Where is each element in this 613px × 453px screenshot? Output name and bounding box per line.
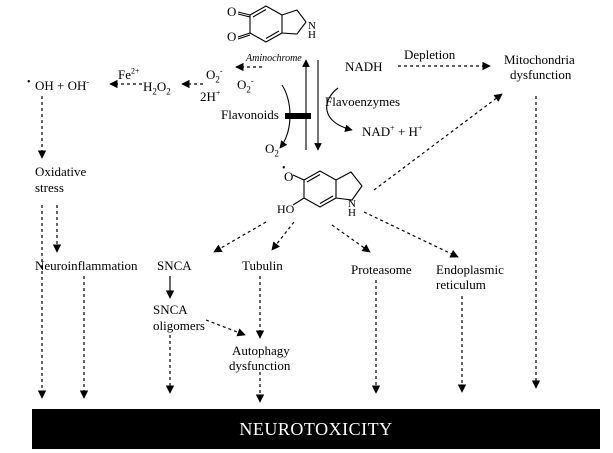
flavoenzymes-label: Flavoenzymes (325, 94, 401, 109)
aminochrome-nh: N H (308, 20, 316, 41)
oh-radical-dot: • (27, 77, 31, 88)
oxidative-line2: stress (35, 180, 64, 195)
o2-label: O2 (265, 141, 279, 159)
arrow-snca-olig-to-autophagy (205, 319, 246, 337)
mito-line1: Mitochondria (504, 52, 575, 67)
tubulin-label: Tubulin (242, 258, 283, 273)
snca-oligomers-line2: oligomers (153, 318, 205, 333)
aminochrome-structure (237, 5, 307, 43)
snca-label: SNCA (157, 258, 192, 273)
er-line2: reticulum (436, 277, 486, 292)
o2minus-left-label: O2- (206, 66, 223, 85)
oxidative-line1: Oxidative (35, 164, 87, 179)
flavonoid-inhibit-bar (285, 113, 311, 119)
aminochrome-name: Aminochrome (246, 53, 302, 64)
nadh-label: NADH (345, 59, 383, 74)
arrow-nadh-curve (326, 87, 353, 133)
arrow-radical-to-proteasome (331, 224, 371, 253)
er-line1: Endoplasmic (436, 262, 504, 277)
twoH-label: 2H+ (200, 88, 221, 104)
aminochrome-o1: O (227, 4, 237, 19)
radical-nh: N H (348, 198, 356, 219)
flavonoids-label: Flavonoids (221, 107, 279, 122)
radical-dot: • (282, 163, 286, 174)
radical-structure (292, 170, 363, 208)
neuroinflammation-label: Neuroinflammation (35, 258, 138, 273)
arrow-radical-to-er (363, 211, 459, 258)
mito-line2: dysfunction (510, 67, 572, 82)
arrow-radical-to-mito (373, 93, 503, 191)
fe-label: Fe2+ (118, 66, 140, 82)
neurotoxicity-banner: NEUROTOXICITY (32, 409, 600, 449)
o2minus-right-label: O2- (237, 76, 254, 95)
oh-radical-label: OH + OH- (35, 77, 90, 93)
depletion-label: Depletion (404, 47, 456, 62)
radical-o: O (284, 169, 294, 184)
neurotoxicity-label: NEUROTOXICITY (239, 419, 393, 439)
aminochrome-o2: O (227, 29, 237, 44)
autophagy-line2: dysfunction (229, 358, 291, 373)
autophagy-line1: Autophagy (232, 343, 290, 358)
proteasome-label: Proteasome (351, 262, 412, 277)
nad-label: NAD+ + H+ (362, 123, 423, 139)
radical-oh: HO (277, 202, 295, 216)
arrow-radical-to-tubulin (271, 221, 295, 251)
arrow-radical-to-snca (213, 221, 267, 253)
h2o2-label: H2O2 (143, 79, 171, 97)
snca-oligomers-line1: SNCA (153, 302, 188, 317)
